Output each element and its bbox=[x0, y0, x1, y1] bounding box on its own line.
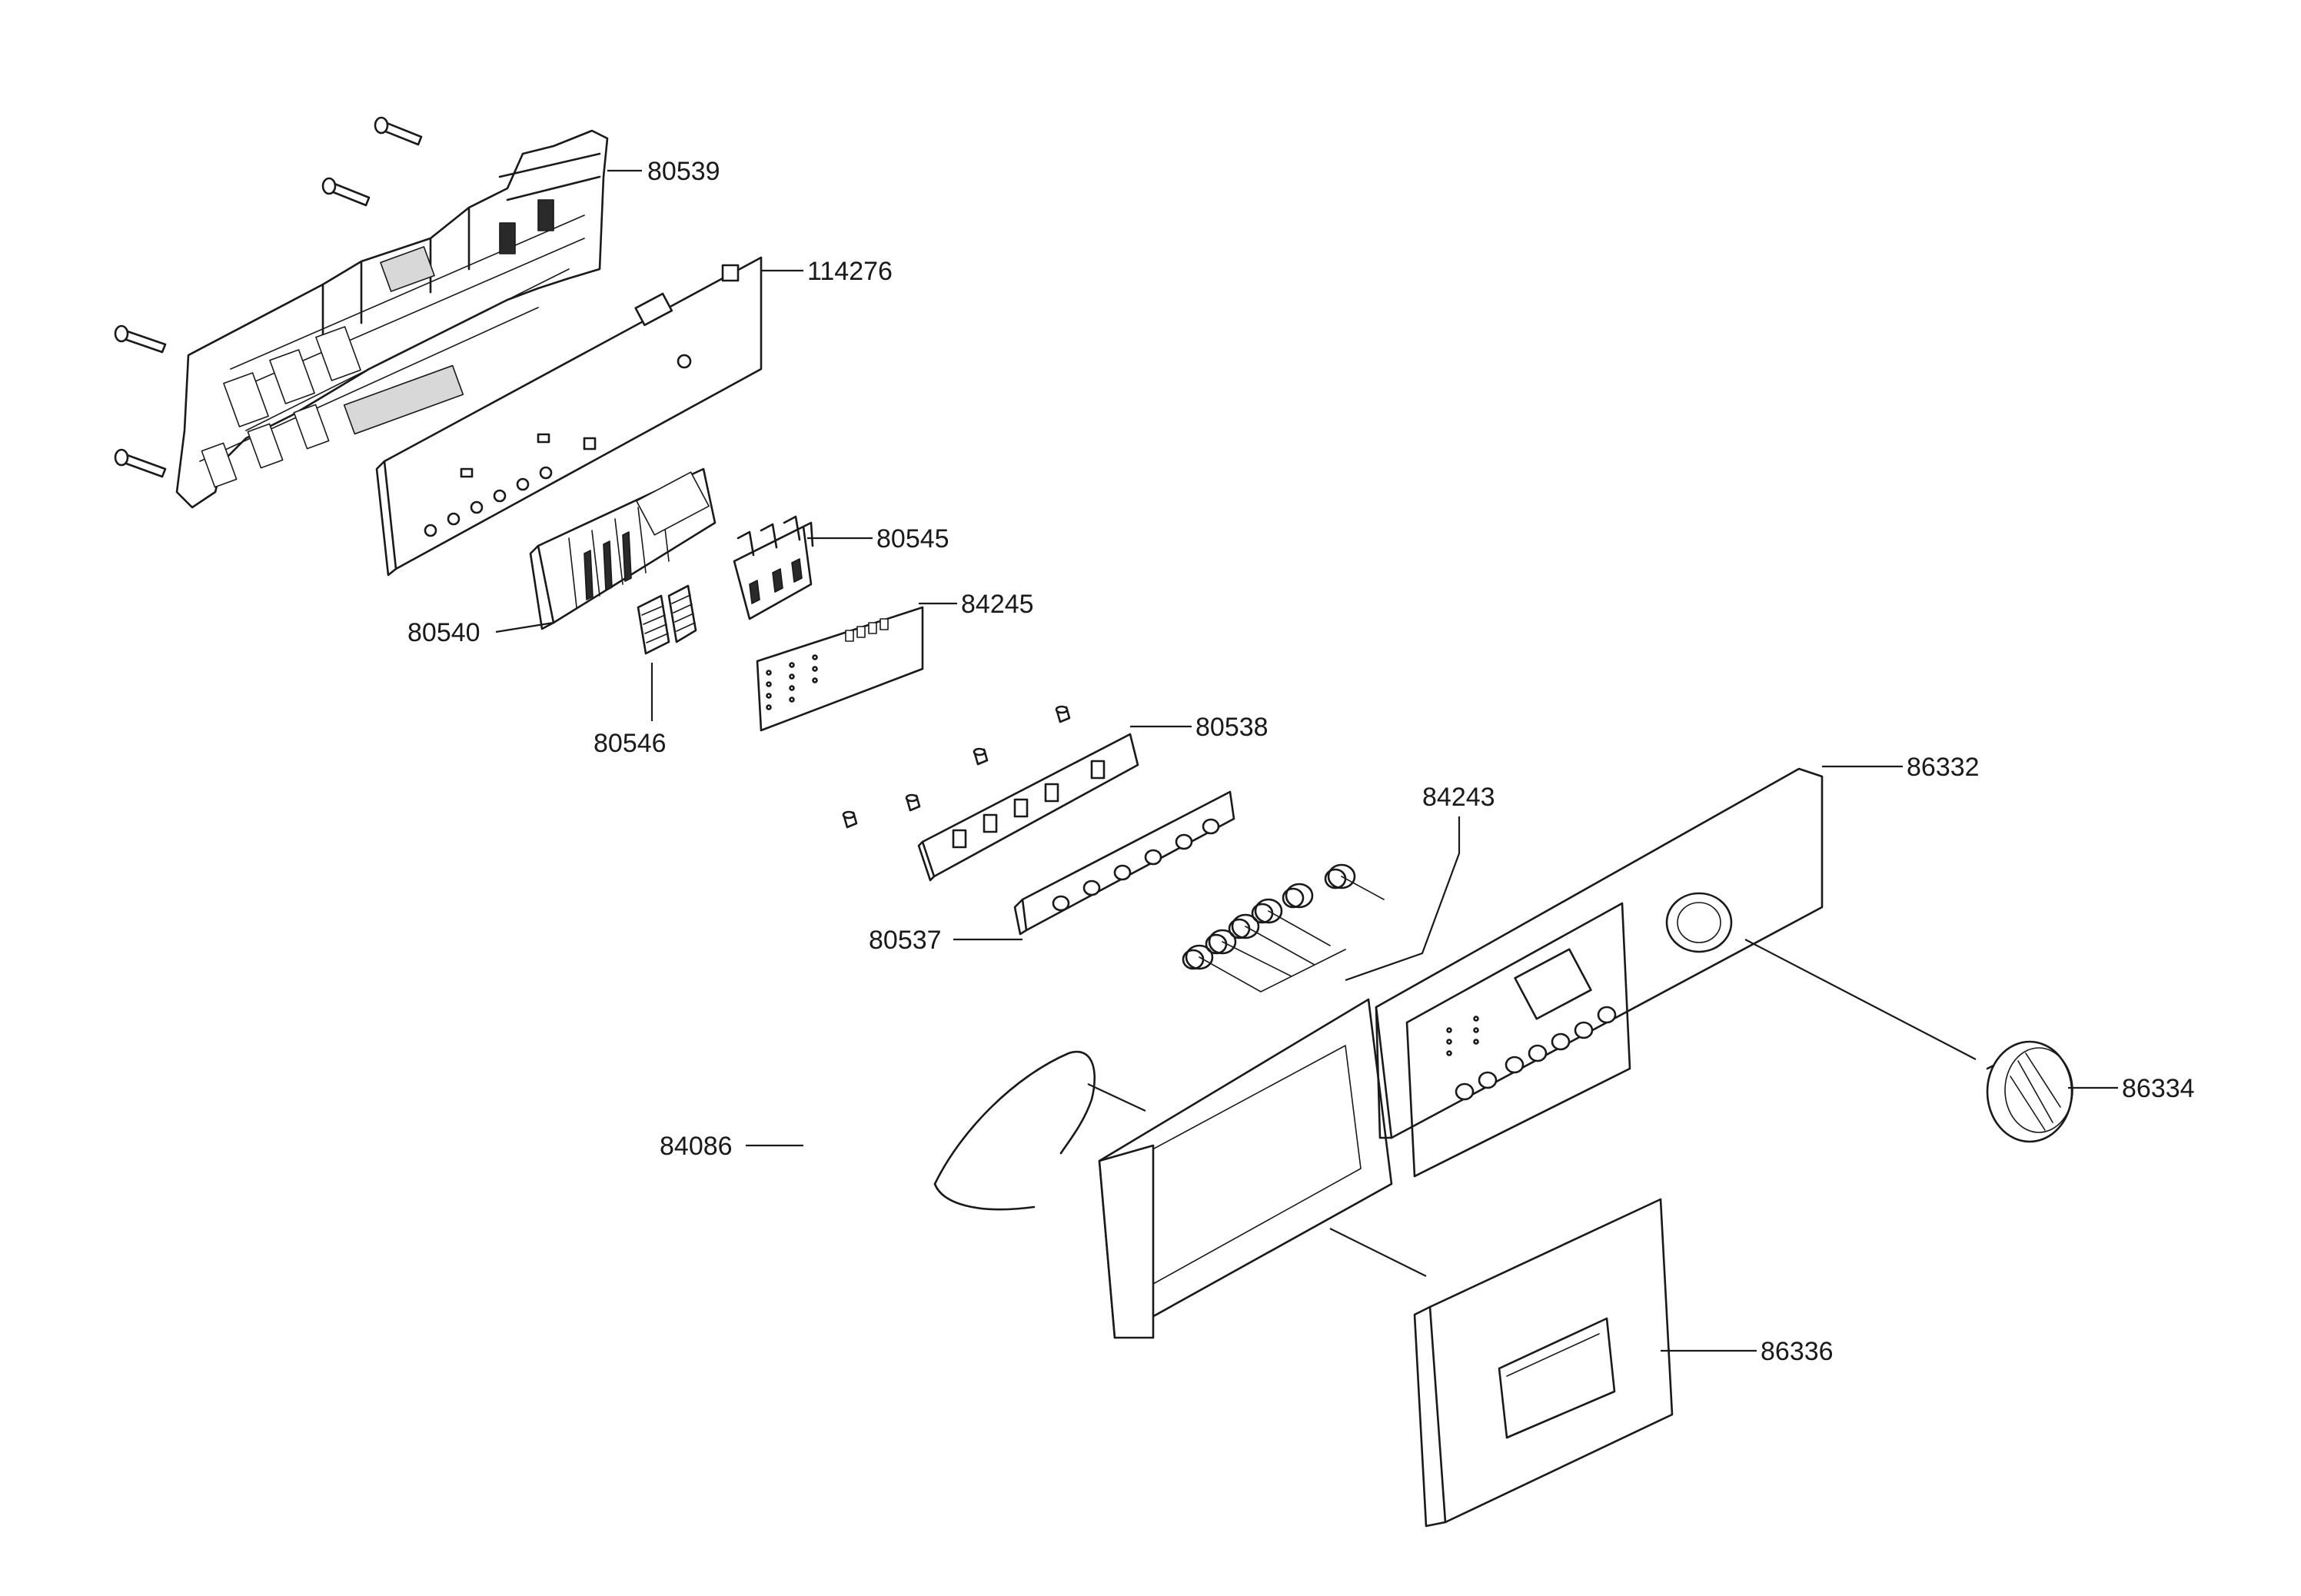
screw-icon bbox=[114, 324, 167, 354]
part-80539-control-housing[interactable] bbox=[114, 116, 609, 509]
callout-80545: 80545 bbox=[876, 524, 949, 554]
part-80537-button-frame[interactable] bbox=[1013, 790, 1235, 936]
callout-80540: 80540 bbox=[407, 618, 480, 647]
part-80546-light-guides[interactable] bbox=[637, 584, 697, 655]
screw-icon bbox=[374, 116, 423, 146]
part-80545-selector-holder[interactable] bbox=[733, 515, 814, 620]
explosion-line bbox=[1087, 1083, 1146, 1112]
callout-80538: 80538 bbox=[1195, 713, 1269, 742]
part-84243-push-buttons[interactable] bbox=[1182, 863, 1385, 993]
part-114276-circuit-board[interactable] bbox=[375, 256, 763, 577]
callout-86332: 86332 bbox=[1907, 753, 1980, 782]
screw-icon bbox=[114, 448, 167, 478]
push-button-icon bbox=[1282, 883, 1314, 909]
part-86336-dispenser-drawer[interactable] bbox=[1413, 1198, 1674, 1528]
callout-86334: 86334 bbox=[2122, 1074, 2195, 1103]
screw-icon bbox=[1055, 705, 1071, 723]
part-86332-front-panel[interactable] bbox=[1098, 767, 1824, 1339]
callout-80546: 80546 bbox=[594, 729, 667, 758]
part-86334-program-knob[interactable] bbox=[1986, 1040, 2073, 1143]
part-84086-light-pipe[interactable] bbox=[933, 1050, 1096, 1211]
callout-80537: 80537 bbox=[869, 926, 942, 955]
explosion-line bbox=[1744, 939, 1977, 1060]
leader-lines bbox=[495, 169, 2118, 1352]
callout-84086: 84086 bbox=[660, 1132, 733, 1161]
part-80540-key-carrier[interactable] bbox=[529, 467, 717, 630]
leader-84243 bbox=[1345, 816, 1461, 982]
push-button-icon bbox=[1324, 863, 1356, 889]
part-80538-button-panel[interactable] bbox=[842, 705, 1139, 882]
callout-80539: 80539 bbox=[647, 157, 720, 186]
callout-84245: 84245 bbox=[961, 590, 1034, 619]
part-84245-overlay-foil[interactable] bbox=[756, 606, 924, 732]
callout-labels: 80539 114276 80545 84245 80540 80546 805… bbox=[407, 157, 2195, 1366]
callout-114276: 114276 bbox=[807, 257, 893, 286]
screw-icon bbox=[973, 747, 989, 766]
screw-icon bbox=[842, 810, 858, 829]
screw-icon bbox=[321, 177, 371, 207]
callout-84243: 84243 bbox=[1422, 783, 1495, 812]
explosion-line bbox=[1329, 1228, 1427, 1277]
callout-86336: 86336 bbox=[1761, 1337, 1834, 1366]
screw-icon bbox=[905, 793, 921, 812]
leader-80540 bbox=[495, 621, 554, 633]
